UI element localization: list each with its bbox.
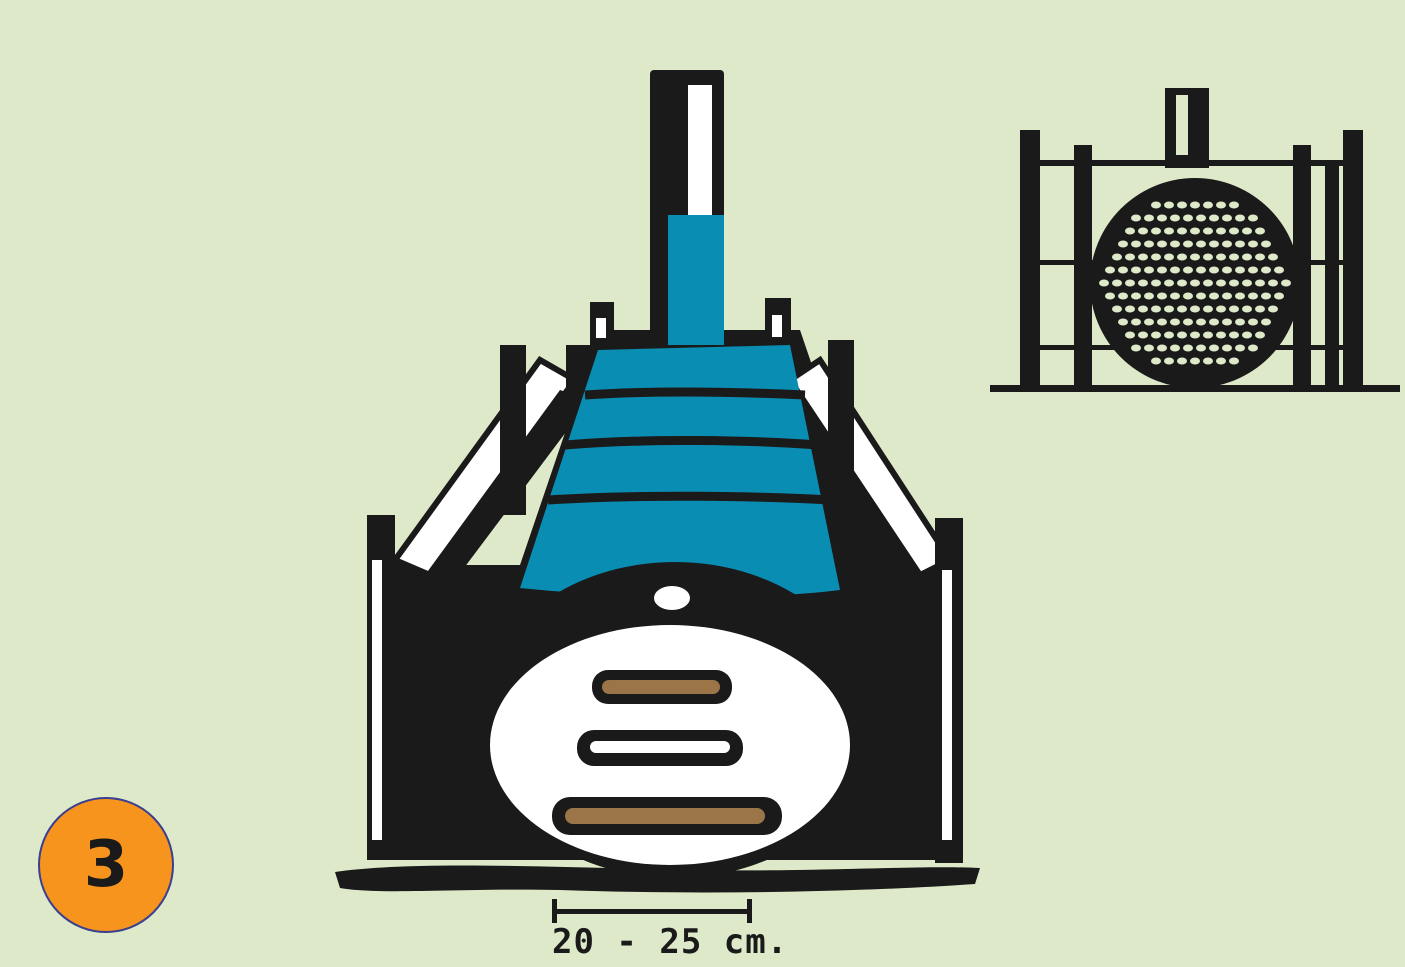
- scale-label: 20 - 25 cm.: [552, 922, 842, 962]
- scale-bar: [552, 899, 752, 923]
- step-number: 3: [84, 828, 129, 902]
- stove-grate-icon: [990, 88, 1400, 392]
- step-number-badge: 3: [38, 797, 174, 933]
- clay-stove-icon: [335, 70, 980, 892]
